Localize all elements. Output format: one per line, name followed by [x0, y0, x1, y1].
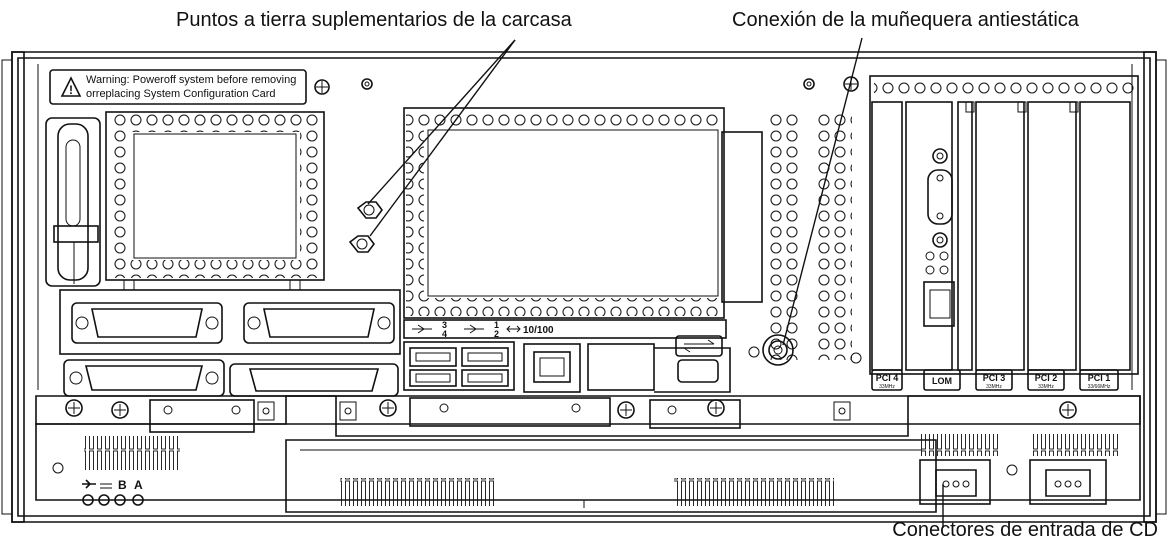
pci4-label: PCI 4	[876, 373, 899, 383]
pci-labels: PCI 4 33MHz LOM PCI 3 33MHz PCI 2 33MHz …	[871, 369, 1119, 391]
wrist-strap-jack	[748, 334, 862, 366]
warning-label: ! Warning: Poweroff system before removi…	[49, 69, 307, 105]
pci3-label: PCI 3	[983, 373, 1006, 383]
top-screws	[314, 76, 859, 95]
chassis-ground-nuts	[348, 201, 383, 253]
dc-input-connectors	[919, 434, 1120, 505]
usb-ports	[403, 341, 515, 391]
psu-status-leds: B A	[82, 478, 144, 506]
pci1-label: PCI 1	[1088, 373, 1111, 383]
misc-blank-panels	[587, 335, 731, 393]
pci-bay	[869, 75, 1139, 375]
power-supply-area	[35, 395, 1141, 513]
serial-parallel-connectors	[63, 359, 399, 397]
io-label-strip: 3 4 1 2 10/100	[403, 319, 727, 339]
lower-mounting-rail	[35, 395, 1141, 433]
dc-input-callout: Conectores de entrada de CD	[892, 519, 1158, 541]
wrist-strap-callout: Conexión de la muñequera antiestática	[732, 9, 1079, 31]
pci2-speed: 33MHz	[1038, 384, 1054, 390]
chassis-outline	[1, 51, 1167, 523]
warning-text-line2: orreplacing System Configuration Card	[86, 88, 276, 100]
usb-label-4: 4	[442, 329, 447, 339]
scsi-connector-block	[59, 279, 401, 355]
left-vent-grille	[105, 111, 325, 281]
psu-b-label: B	[118, 478, 127, 492]
psu-a-label: A	[134, 478, 143, 492]
ethernet-port	[523, 343, 581, 393]
pci1-speed: 33/66MHz	[1088, 384, 1111, 390]
pci3-speed: 33MHz	[986, 384, 1002, 390]
usb-label-2: 2	[494, 329, 499, 339]
config-card-slot	[45, 117, 101, 287]
chassis-ground-callout: Puntos a tierra suplementarios de la car…	[176, 9, 572, 31]
warning-text-line1: Warning: Poweroff system before removing	[86, 74, 296, 86]
pci2-label: PCI 2	[1035, 373, 1058, 383]
ethernet-speed-label: 10/100	[523, 325, 554, 336]
svg-text:!: !	[69, 83, 73, 97]
lom-label: LOM	[932, 376, 952, 386]
usb-label-3: 3	[442, 320, 447, 330]
pci4-speed: 33MHz	[879, 384, 895, 390]
usb-label-1: 1	[494, 320, 499, 330]
center-vent-grille	[403, 107, 852, 360]
